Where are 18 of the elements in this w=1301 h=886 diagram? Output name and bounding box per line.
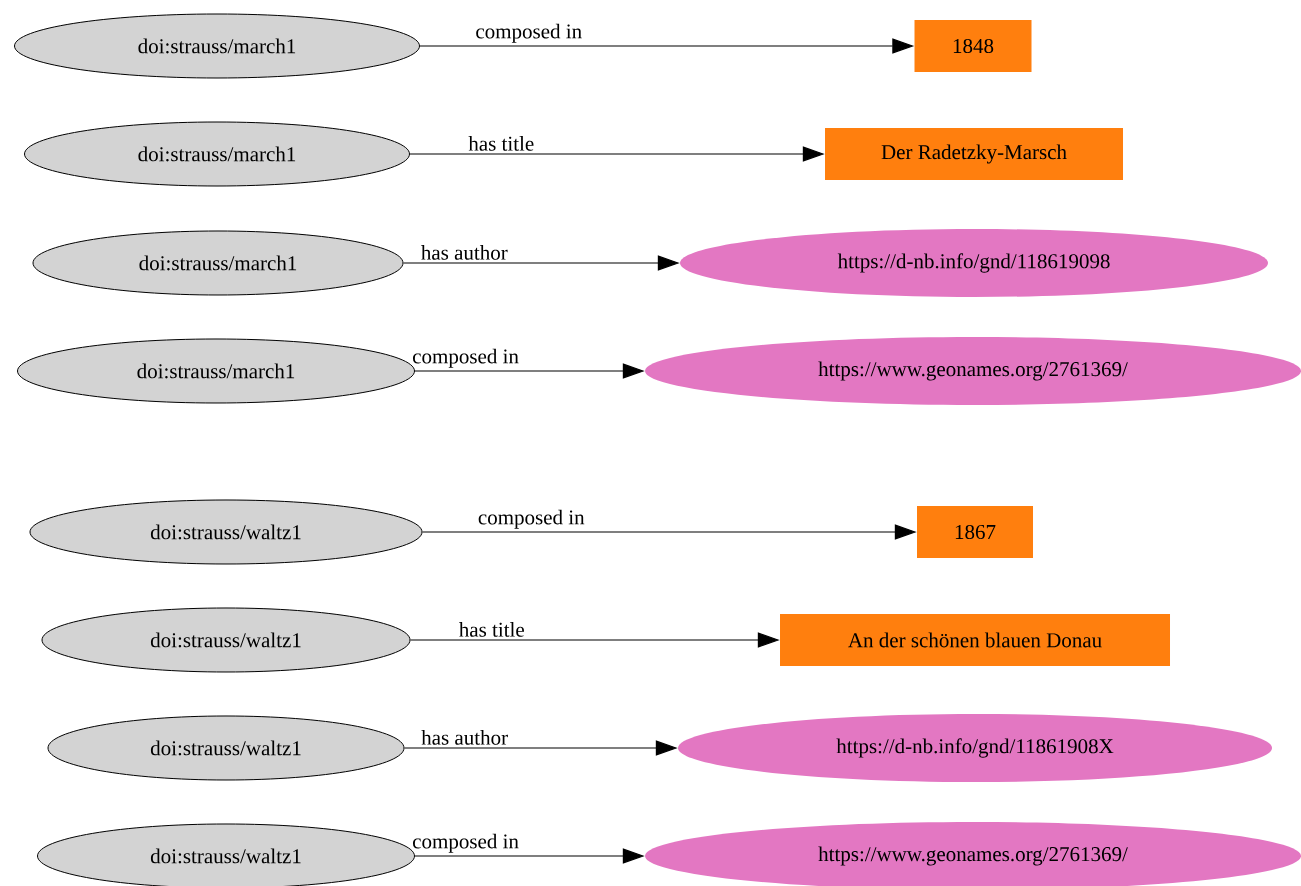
edge-label: composed in bbox=[413, 348, 519, 368]
ellipse-node: doi:strauss/march1 bbox=[32, 230, 404, 296]
edge-label: has title bbox=[459, 622, 524, 637]
ellipse-node: doi:strauss/waltz1 bbox=[29, 499, 423, 565]
ellipse-node: doi:strauss/waltz1 bbox=[47, 715, 405, 781]
edge-label: has author bbox=[421, 245, 508, 260]
literal-box: 1867 bbox=[917, 506, 1033, 558]
edge-label: composed in bbox=[413, 833, 519, 853]
edge-label: composed in bbox=[478, 509, 585, 529]
ellipse-node: doi:strauss/march1 bbox=[24, 121, 410, 187]
literal-box: An der schönen blauen Donau bbox=[780, 614, 1170, 666]
ellipse-node: doi:strauss/waltz1 bbox=[41, 607, 411, 673]
ellipse-node: doi:strauss/march1 bbox=[14, 13, 420, 79]
edge-label: composed in bbox=[476, 23, 582, 43]
literal-box: Der Radetzky-Marsch bbox=[825, 128, 1123, 180]
edge-label: has title bbox=[468, 136, 534, 151]
literal-box: 1848 bbox=[914, 20, 1032, 72]
edge-label: has author bbox=[421, 730, 508, 745]
